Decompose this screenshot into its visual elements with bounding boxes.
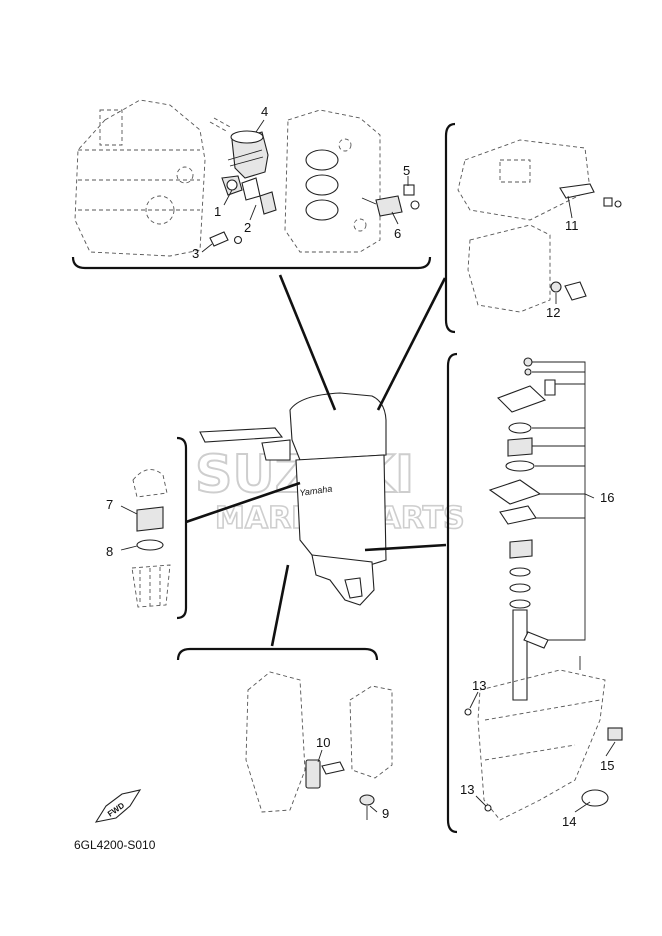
fuel-filter-illustration: [131, 469, 171, 608]
bottom-cowling-illustration: [457, 139, 622, 313]
callout-9: 9: [382, 806, 389, 821]
callout-13-lower: 13: [460, 782, 474, 797]
cylinder-block-illustration: [74, 99, 206, 257]
callout-15: 15: [600, 758, 614, 773]
diagram-code: 6GL4200-S010: [74, 838, 156, 852]
water-pump-exploded: [488, 357, 556, 701]
bracket-illustration: [245, 671, 393, 820]
callout-6: 6: [394, 226, 401, 241]
callout-8: 8: [106, 544, 113, 559]
callout-3: 3: [192, 246, 199, 261]
callout-16: 16: [600, 490, 614, 505]
callout-10: 10: [316, 735, 330, 750]
spark-plug: [361, 184, 420, 217]
callout-13-upper: 13: [472, 678, 486, 693]
callout-16-leaders: [532, 361, 595, 641]
outboard-motor-illustration: Yamaha: [199, 392, 387, 606]
callout-14: 14: [562, 814, 576, 829]
engine-group-frame: [71, 256, 432, 270]
fuel-filter-frame: [176, 436, 188, 620]
cylinder-head-illustration: [284, 109, 381, 253]
fwd-arrow-icon: FWD: [94, 789, 142, 823]
lower-unit-frame: [446, 352, 458, 834]
oil-filter: [209, 117, 269, 179]
brand-decal: Yamaha: [299, 484, 333, 498]
gear-case-illustration: [464, 656, 623, 821]
thermostat-assembly: [209, 175, 277, 247]
callout-numbers: 1 2 3 4 5 6 7 8 9 10 11 12 13 13 14 15 1…: [106, 104, 616, 829]
pointer-lines: [185, 274, 447, 647]
callout-2: 2: [244, 220, 251, 235]
bracket-group-frame: [176, 647, 379, 661]
callout-1: 1: [214, 204, 221, 219]
bottom-cowling-frame: [444, 122, 456, 334]
callout-12: 12: [546, 305, 560, 320]
callout-11: 11: [565, 218, 579, 233]
callout-5: 5: [403, 163, 410, 178]
callout-4: 4: [261, 104, 268, 119]
callout-7: 7: [106, 497, 113, 512]
